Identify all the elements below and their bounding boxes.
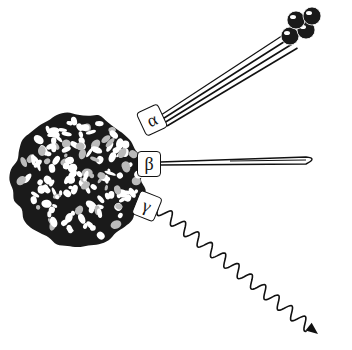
- streak-shading: [230, 160, 306, 161]
- nucleon-highlight: [80, 180, 92, 191]
- nucleon-highlight: [89, 173, 94, 178]
- nucleon-highlight: [109, 219, 122, 231]
- nucleon-highlight: [104, 170, 116, 177]
- nucleon-highlight: [48, 163, 56, 173]
- nucleon-highlight: [96, 171, 106, 180]
- nucleon-highlight: [47, 211, 51, 217]
- nucleon-highlight: [64, 212, 75, 224]
- nucleon-highlight: [43, 157, 52, 165]
- alpha-nucleon: [303, 7, 321, 25]
- nucleon-highlight: [46, 130, 58, 138]
- nucleon-highlight: [62, 188, 73, 198]
- nucleon-highlight: [61, 145, 72, 154]
- nucleon-highlight: [73, 204, 85, 216]
- motion-line: [161, 39, 289, 120]
- nucleon-highlight: [96, 194, 105, 204]
- nucleon-highlight: [54, 194, 60, 199]
- nucleon-highlight: [42, 174, 54, 186]
- nucleon-highlight: [284, 31, 290, 35]
- nucleon-highlight: [49, 216, 59, 229]
- motion-line: [164, 44, 293, 124]
- ray-symbol: β: [144, 155, 153, 173]
- nucleon-highlight: [51, 203, 57, 208]
- label-tag: β: [137, 151, 161, 177]
- alpha-nucleon: [281, 27, 299, 45]
- nucleon-highlight: [88, 204, 96, 214]
- nucleon-highlight: [44, 187, 51, 194]
- motion-line: [167, 48, 298, 126]
- nucleon-highlight: [70, 116, 78, 126]
- nucleon-highlight: [41, 199, 53, 209]
- nucleon-highlight: [82, 170, 90, 182]
- nucleon-highlight: [36, 205, 41, 210]
- ray-symbol: γ: [140, 196, 154, 216]
- alpha-ray: [158, 7, 321, 126]
- nucleon-highlight: [32, 156, 37, 162]
- alpha-nucleon: [287, 11, 305, 29]
- nucleon-highlight: [66, 175, 75, 185]
- nucleus: [9, 112, 145, 247]
- nucleon-highlight: [117, 212, 124, 219]
- nucleon-highlight: [30, 191, 40, 199]
- beta-ray: [160, 157, 312, 165]
- nucleon-highlight: [306, 11, 312, 15]
- nucleus-body: [9, 112, 145, 247]
- nucleon-highlight: [36, 178, 44, 186]
- nucleon-highlight: [95, 121, 104, 126]
- nucleon-highlight: [90, 145, 103, 155]
- nucleon-highlight: [76, 142, 85, 150]
- nucleon-highlight: [78, 148, 88, 160]
- nucleon-highlight: [87, 223, 93, 229]
- nucleon-highlight: [116, 171, 124, 179]
- nucleon-highlight: [104, 137, 116, 149]
- motion-line: [158, 35, 284, 118]
- nucleon-highlight: [66, 121, 71, 126]
- nucleon-highlight: [114, 203, 123, 211]
- gamma-ray: [157, 208, 318, 334]
- ray-symbol: α: [144, 110, 160, 130]
- nucleon-highlight: [108, 191, 114, 199]
- nucleon-highlight: [19, 156, 29, 168]
- nucleon-highlight: [68, 185, 73, 189]
- nucleon-highlight: [70, 184, 79, 195]
- nucleon-highlight: [61, 131, 72, 137]
- nucleon-highlight: [75, 170, 83, 178]
- nucleon-highlight: [37, 185, 45, 194]
- nucleon-highlight: [80, 124, 90, 131]
- nucleon-highlight: [127, 187, 137, 199]
- nucleon-highlight: [89, 183, 98, 191]
- gamma-wave: [157, 208, 307, 331]
- nucleon-highlight: [76, 140, 87, 151]
- nucleon-highlight: [121, 162, 132, 174]
- nucleon-highlight: [44, 151, 51, 157]
- nucleon-highlight: [89, 156, 100, 163]
- nucleon-highlight: [113, 184, 122, 195]
- nucleon-highlight: [15, 174, 28, 187]
- beta-streak: [160, 157, 312, 165]
- arrowhead: [305, 323, 318, 334]
- nucleon-highlight: [38, 146, 46, 156]
- nucleon-highlight: [290, 15, 296, 19]
- label-tag: α: [136, 103, 169, 137]
- nucleon-highlight: [59, 190, 63, 195]
- nucleon-highlight: [32, 133, 45, 146]
- nucleon-highlight: [45, 142, 56, 151]
- nucleon-highlight: [104, 185, 108, 191]
- nucleon-highlight: [51, 137, 57, 144]
- nucleon-highlight: [63, 153, 68, 158]
- nucleon-highlight: [82, 222, 88, 229]
- nucleon-highlight: [96, 208, 103, 218]
- nucleon-highlight: [66, 224, 74, 234]
- nucleon-highlight: [113, 201, 124, 212]
- nucleon-highlight: [62, 162, 70, 170]
- nucleon-highlight: [95, 230, 106, 241]
- nucleon-highlight: [78, 131, 84, 138]
- nucleon-highlight: [112, 146, 121, 154]
